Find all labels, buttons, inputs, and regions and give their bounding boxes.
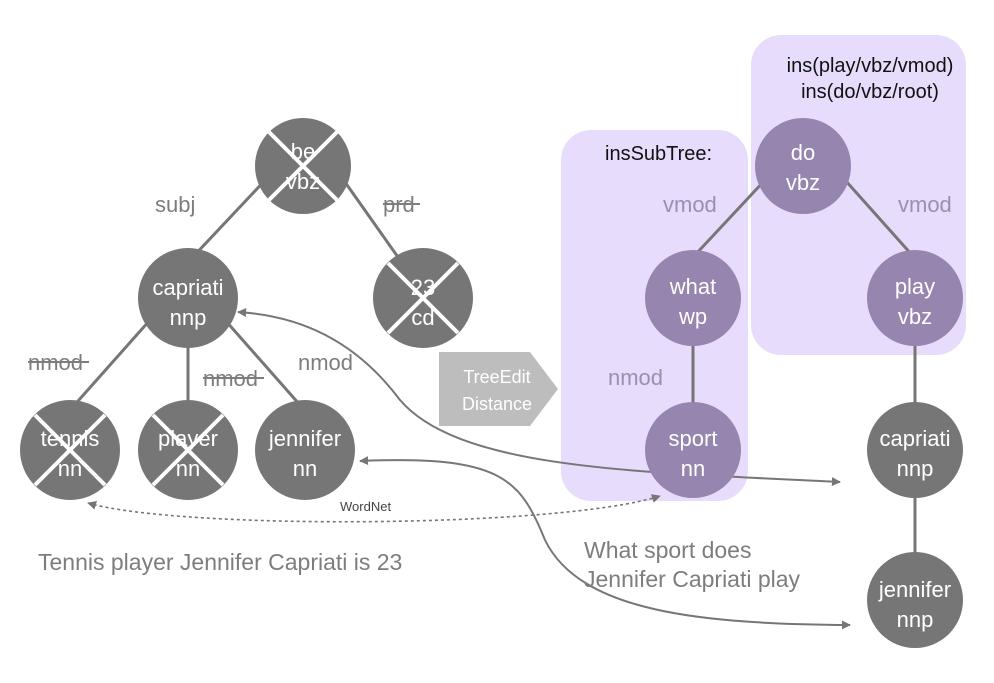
node-capriati-right: capriati nnp (867, 402, 963, 498)
node-word: sport (669, 426, 718, 451)
node-word: play (895, 274, 935, 299)
edge-label-subj: subj (155, 192, 195, 217)
edge-be-23 (338, 174, 402, 261)
ins-line-2: ins(do/vbz/root) (801, 81, 939, 103)
tree-edit-distance-arrow: TreeEdit Distance (439, 352, 558, 426)
node-circle (645, 250, 741, 346)
node-pos: vbz (898, 304, 932, 329)
node-sport: sport nn (645, 402, 741, 498)
node-be: be vbz (255, 118, 351, 214)
delete-cross-icon (151, 413, 225, 487)
right-sentence-line2: Jennifer Capriati play (584, 566, 801, 592)
edge-label-nmod-jennifer: nmod (298, 350, 353, 375)
inssubtree-label: insSubTree: (605, 143, 712, 165)
left-sentence: Tennis player Jennifer Capriati is 23 (38, 549, 402, 575)
node-circle (645, 402, 741, 498)
node-do: do vbz (755, 118, 851, 214)
edge-capriati-tennis (68, 319, 152, 411)
node-pos: vbz (786, 170, 820, 195)
delete-cross-icon (386, 261, 460, 335)
node-circle (255, 400, 355, 500)
node-circle (867, 402, 963, 498)
node-player: player nn (138, 400, 238, 500)
node-word: capriati (880, 426, 951, 451)
node-capriati-left: capriati nnp (138, 248, 238, 348)
node-word: what (669, 274, 716, 299)
right-sentence-line1: What sport does (584, 537, 751, 563)
edge-label-vmod-what: vmod (663, 192, 717, 217)
node-word: jennifer (878, 577, 951, 602)
node-pos: vbz (286, 169, 320, 194)
tree-edit-line2: Distance (462, 394, 532, 414)
node-pos: nn (293, 456, 317, 481)
ins-line-1: ins(play/vbz/vmod) (787, 55, 954, 77)
delete-cross-icon (33, 413, 107, 487)
edge-label-vmod-play: vmod (898, 192, 952, 217)
wordnet-label: WordNet (340, 499, 391, 514)
node-word: do (791, 140, 815, 165)
node-pos: wp (678, 304, 707, 329)
node-word: capriati (153, 275, 224, 300)
node-what: what wp (645, 250, 741, 346)
node-play: play vbz (867, 250, 963, 346)
node-jennifer-left: jennifer nn (255, 400, 355, 500)
node-word: jennifer (268, 426, 341, 451)
node-circle (138, 248, 238, 348)
node-circle (755, 118, 851, 214)
node-pos: nnp (897, 456, 934, 481)
node-pos: nnp (897, 607, 934, 632)
node-pos: cd (411, 305, 434, 330)
edge-do-what (693, 178, 767, 257)
delete-cross-icon (267, 130, 339, 202)
edge-be-capriati (188, 173, 272, 262)
tree-edit-line1: TreeEdit (463, 367, 530, 387)
node-jennifer-right: jennifer nnp (867, 552, 963, 648)
node-23: 23 cd (373, 248, 473, 348)
wordnet-dotted-arrow (87, 494, 661, 523)
node-pos: nnp (170, 305, 207, 330)
node-tennis: tennis nn (20, 400, 120, 500)
node-pos: nn (681, 456, 705, 481)
alignment-arrow-jennifer (359, 456, 851, 630)
node-circle (867, 552, 963, 648)
strike-lines (28, 203, 420, 379)
edge-label-nmod-sport: nmod (608, 365, 663, 390)
node-circle (867, 250, 963, 346)
edge-do-play (843, 179, 914, 256)
edge-capriati-jennifer (223, 319, 302, 406)
